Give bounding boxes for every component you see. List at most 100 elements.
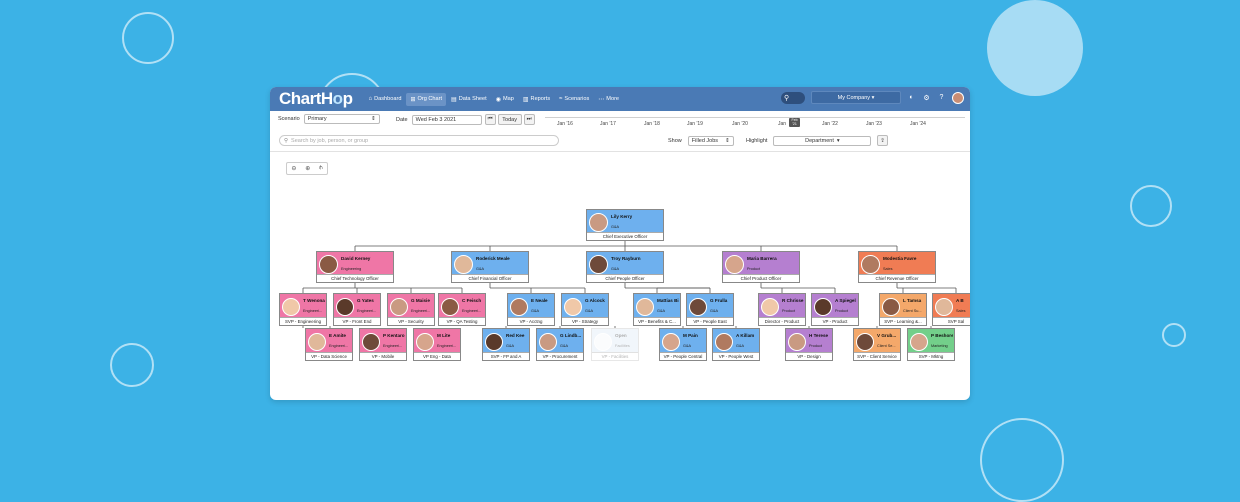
gear-icon[interactable]: ⚙ [923,94,930,102]
avatar [761,298,779,316]
card-department: Engineeri... [383,344,403,348]
avatar [441,298,459,316]
timeline-year-label: Jan '17 [600,121,616,127]
scenario-select[interactable]: Primary⇕ [303,114,380,124]
card-job-title: VP - People Central [660,352,706,360]
view-icon[interactable]: ◐ [909,94,914,101]
card-person-name: P Beshore [931,333,953,338]
highlight-select[interactable]: Department▾ [773,136,872,146]
charthop-logo[interactable]: ChartHop [279,89,353,108]
card-department: Sales [883,267,893,271]
card-job-title: Chief Revenue Officer [859,274,935,282]
card-job-title: SVP - FP and A [483,352,529,360]
nav-item-scenarios[interactable]: ≈Scenarios [555,93,593,106]
decor-circle [987,0,1083,96]
card-job-title: VP - Mobile [360,352,406,360]
card-person-name: C Feisch [462,298,482,303]
date-input[interactable]: Wed Feb 3 2021 [411,114,482,125]
card-person-name: David Kerney [341,256,371,261]
card-person-name: L Tamsa [903,298,922,303]
card-job-title: VP - People West [713,352,759,360]
card-person-name: Troy Rayburn [611,256,641,261]
user-avatar[interactable] [952,91,964,104]
avatar [856,333,874,351]
nav-item-dashboard[interactable]: ⌂Dashboard [364,93,405,106]
fit-tree-icon[interactable]: ⫛ [319,165,323,171]
nav-icon: ⋯ [598,96,605,103]
nav-item-more[interactable]: ⋯More [594,93,623,106]
prev-date-button[interactable]: ⏮ [484,114,496,125]
card-job-title: VP - Facilities [592,352,638,360]
timeline-current-marker[interactable]: Feb '21 [789,118,800,127]
card-job-title: Chief Product Officer [723,274,799,282]
card-job-title: VP - QA Testing [439,317,485,325]
card-job-title: Chief Financial Officer [452,274,528,282]
show-label: Show [668,138,682,144]
zoom-out-icon[interactable]: ⊖ [291,166,297,172]
zoom-in-icon[interactable]: ⊕ [305,166,311,172]
card-department: G&A [476,267,485,271]
nav-item-map[interactable]: ◉Map [492,93,518,106]
card-department: Engineeri... [462,309,482,313]
card-job-title: VP - Design [786,352,832,360]
nav-item-data-sheet[interactable]: ▤Data Sheet [447,93,491,106]
date-label: Date [396,116,408,123]
next-date-button[interactable]: ⏭ [523,114,535,125]
card-job-title: SVP - Engineering [280,317,326,325]
card-job-title: SVP Sal [933,317,970,325]
show-select[interactable]: Filled Jobs⇕ [687,136,734,146]
avatar [539,333,557,351]
card-person-name: M Pain [683,333,698,338]
company-selector[interactable]: My Company ▾ [811,91,901,104]
card-department: Product [835,309,849,313]
highlight-control: Highlight Department▾ [746,136,872,146]
card-department: Product [782,309,796,313]
nav-item-org-chart[interactable]: ⊞Org Chart [406,92,447,106]
help-icon[interactable]: ? [939,94,944,101]
date-control: Date Wed Feb 3 2021 ⏮ Today ⏭ [396,114,535,125]
card-job-title: Chief Executive Officer [587,232,663,240]
main-nav: ⌂Dashboard⊞Org Chart▤Data Sheet◉Map▥Repo… [364,92,624,106]
org-chart-card[interactable]: V Grub...Client Se...SVP - Client Servic… [853,328,901,361]
card-person-name: G Alcock [585,298,605,303]
today-button[interactable]: Today [497,114,522,125]
org-search-input[interactable]: ⚲ Search by job, person, or group [279,135,559,146]
timeline-year-label: Jan '19 [687,121,703,127]
card-department: Product [809,344,823,348]
nav-item-reports[interactable]: ▥Reports [519,93,554,106]
search-icon: ⚲ [284,137,289,144]
card-person-name: Mattias Bil [657,298,679,303]
card-department: G&A [506,344,515,348]
global-search-button[interactable]: ⚲ [781,91,805,104]
export-button[interactable]: ⇪ [877,135,888,146]
